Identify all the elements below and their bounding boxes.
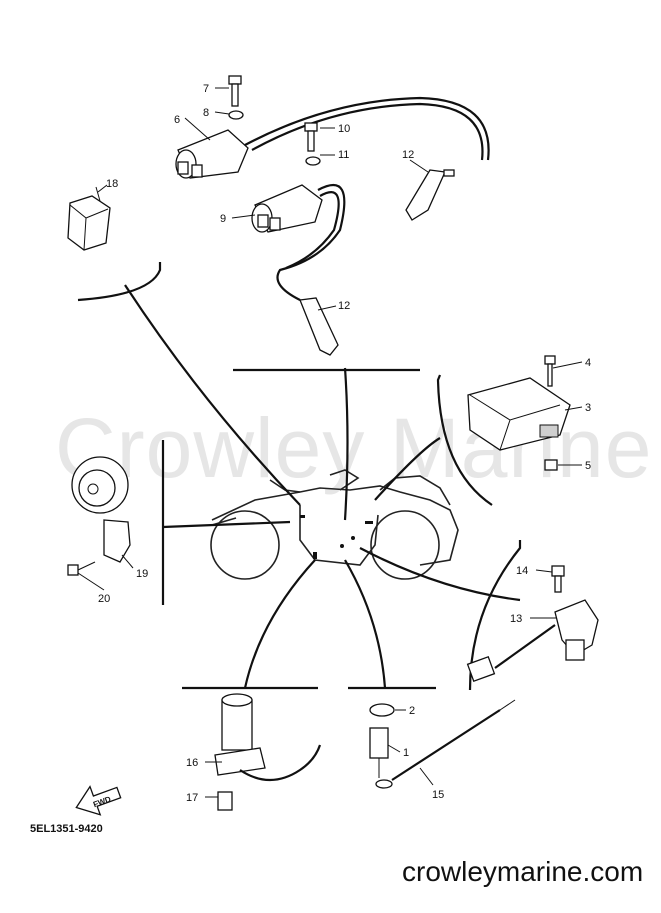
switch-part-1 xyxy=(369,727,393,789)
callout-12-lower: 12 xyxy=(338,300,350,312)
washer-part-11 xyxy=(305,156,321,166)
callout-leaders xyxy=(77,87,583,798)
part-code: 5EL1351-9420 xyxy=(30,823,103,835)
cdi-unit-part-3 xyxy=(467,377,571,451)
leader-lines xyxy=(124,284,521,689)
plug-cap-part-12-lower xyxy=(299,297,339,356)
ignition-coil-part-9 xyxy=(251,184,346,301)
callout-3: 3 xyxy=(585,402,591,414)
ignition-coil-part-6 xyxy=(175,96,490,179)
callout-19: 19 xyxy=(136,568,148,580)
sensor-part-13 xyxy=(466,599,599,683)
bolt-part-20 xyxy=(67,561,96,576)
callout-17: 17 xyxy=(186,792,198,804)
motorcycle-outline xyxy=(210,469,459,580)
callout-8: 8 xyxy=(203,107,209,119)
callout-9: 9 xyxy=(220,213,226,225)
plug-cap-part-12-upper xyxy=(405,169,455,221)
callout-6: 6 xyxy=(174,114,180,126)
callout-1: 1 xyxy=(403,747,409,759)
nut-part-5 xyxy=(544,459,558,471)
callout-14: 14 xyxy=(516,565,528,577)
callout-18: 18 xyxy=(106,178,118,190)
relay-part-18 xyxy=(67,186,111,251)
callout-20: 20 xyxy=(98,593,110,605)
bolt-part-10 xyxy=(304,122,318,152)
callout-numbers: 7 8 6 10 11 12 9 18 12 4 3 5 14 13 19 20… xyxy=(98,83,591,804)
fwd-arrow-icon: FWD xyxy=(75,785,122,816)
bolt-part-7 xyxy=(228,75,242,107)
callout-13: 13 xyxy=(510,613,522,625)
callout-7: 7 xyxy=(203,83,209,95)
callout-5: 5 xyxy=(585,460,591,472)
bolt-part-17 xyxy=(217,791,233,811)
frame-brackets xyxy=(77,262,522,691)
callout-10: 10 xyxy=(338,123,350,135)
callout-15: 15 xyxy=(432,789,444,801)
callout-11: 11 xyxy=(338,149,349,161)
screw-part-4 xyxy=(544,355,556,387)
callout-16: 16 xyxy=(186,757,198,769)
washer-part-8 xyxy=(228,110,244,120)
callout-12-upper: 12 xyxy=(402,149,414,161)
footer-url: crowleymarine.com xyxy=(402,856,644,887)
callout-4: 4 xyxy=(585,357,591,369)
callout-2: 2 xyxy=(409,705,415,717)
horn-part-19 xyxy=(71,456,131,563)
lead-wire-part-15 xyxy=(391,699,516,781)
bolt-part-14 xyxy=(551,565,565,593)
washer-part-2 xyxy=(369,703,395,717)
switch-part-16 xyxy=(214,693,322,781)
